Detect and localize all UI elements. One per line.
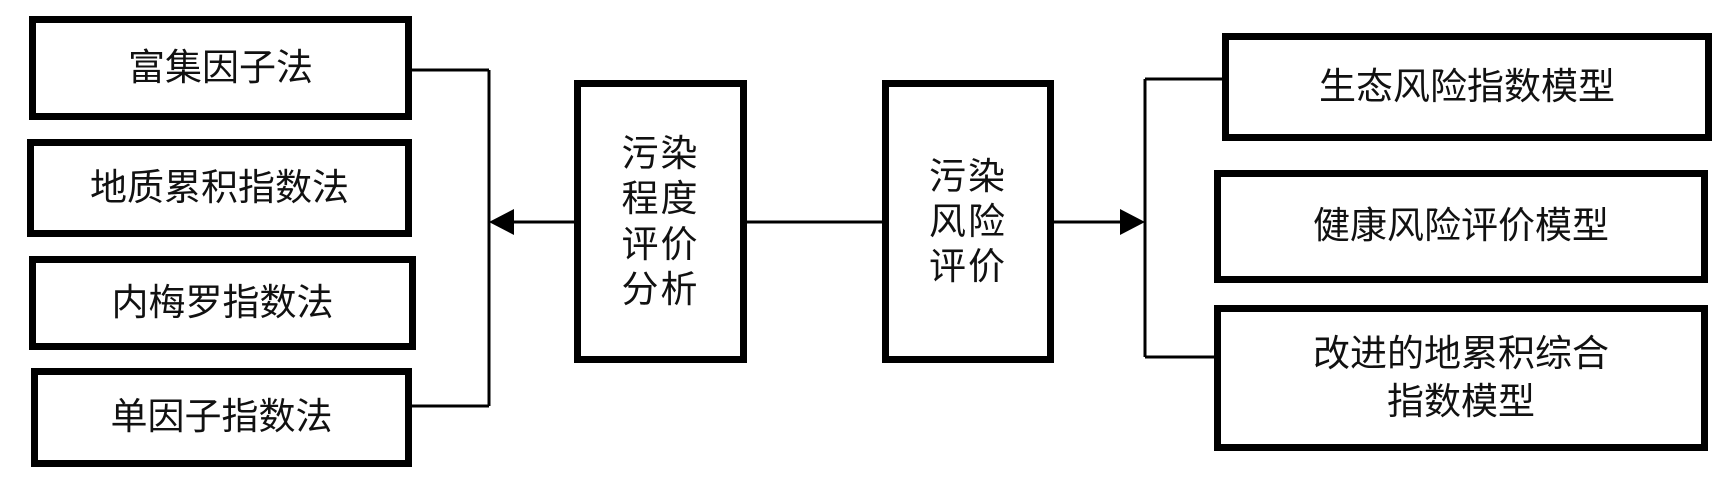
method-label: 单因子指数法: [110, 395, 333, 439]
model-box-health-risk: 健康风险评价模型: [1214, 170, 1708, 283]
method-label: 内梅罗指数法: [111, 280, 334, 324]
arrow-left-head: [489, 209, 514, 235]
model-label: 改进的地累积综合 指数模型: [1313, 331, 1609, 423]
method-box-nemerow: 内梅罗指数法: [29, 256, 416, 350]
pollution-degree-label: 污染程度评价分析: [621, 132, 700, 311]
model-label: 健康风险评价模型: [1313, 204, 1609, 248]
model-label: 生态风险指数模型: [1319, 64, 1615, 108]
method-box-geo-accumulation: 地质累积指数法: [27, 139, 412, 237]
method-label: 富集因子法: [128, 45, 313, 89]
pollution-risk-box: 污染风险评价: [882, 80, 1054, 363]
pollution-degree-box: 污染程度评价分析: [574, 80, 747, 363]
method-label: 地质累积指数法: [90, 165, 349, 209]
arrow-right-head: [1120, 209, 1145, 235]
model-box-improved-geo-accumulation: 改进的地累积综合 指数模型: [1214, 305, 1708, 451]
pollution-risk-label: 污染风险评价: [929, 154, 1007, 289]
model-box-ecological-risk: 生态风险指数模型: [1222, 33, 1712, 141]
method-box-single-factor: 单因子指数法: [31, 368, 412, 467]
method-box-enrichment-factor: 富集因子法: [29, 16, 412, 120]
